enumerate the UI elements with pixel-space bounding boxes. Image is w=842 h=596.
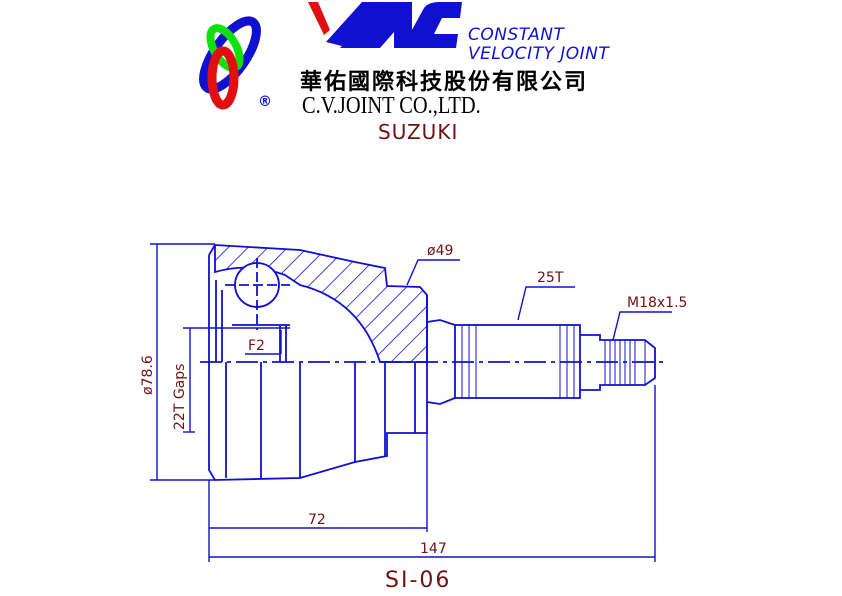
logo-y — [326, 2, 386, 48]
total-length-label: 147 — [420, 541, 447, 557]
tagline-line1: CONSTANT — [468, 25, 565, 45]
shaft-neck — [426, 319, 456, 405]
feature-label: F2 — [248, 338, 265, 354]
logo-y-red — [308, 2, 330, 35]
outer-diameter-label: ø78.6 — [140, 355, 156, 395]
logo-a — [340, 2, 412, 48]
logo-ring-red — [207, 46, 239, 110]
tagline-line2: VELOCITY JOINT — [468, 44, 610, 64]
inner-splines-label: 22T Gaps — [172, 364, 188, 430]
logo-ring-blue — [199, 16, 261, 94]
outer-splines-label: 25T — [537, 270, 564, 286]
tagline: CONSTANT VELOCITY JOINT — [468, 26, 609, 64]
registered-mark: ® — [258, 94, 272, 110]
body-length-label: 72 — [308, 512, 326, 528]
company-name-english: C.V.JOINT CO.,LTD. — [302, 93, 481, 119]
vehicle-make: SUZUKI — [378, 120, 459, 144]
company-name-chinese: 華佑國際科技股份有限公司 — [300, 69, 589, 95]
threaded-end — [580, 334, 656, 391]
thread-label: M18x1.5 — [627, 295, 687, 311]
part-number: SI-06 — [385, 568, 452, 593]
logo-c — [402, 2, 462, 48]
dimension-lines — [150, 243, 672, 562]
yac-logo: ® — [199, 2, 462, 110]
seal-diameter-label: ø49 — [427, 243, 453, 259]
